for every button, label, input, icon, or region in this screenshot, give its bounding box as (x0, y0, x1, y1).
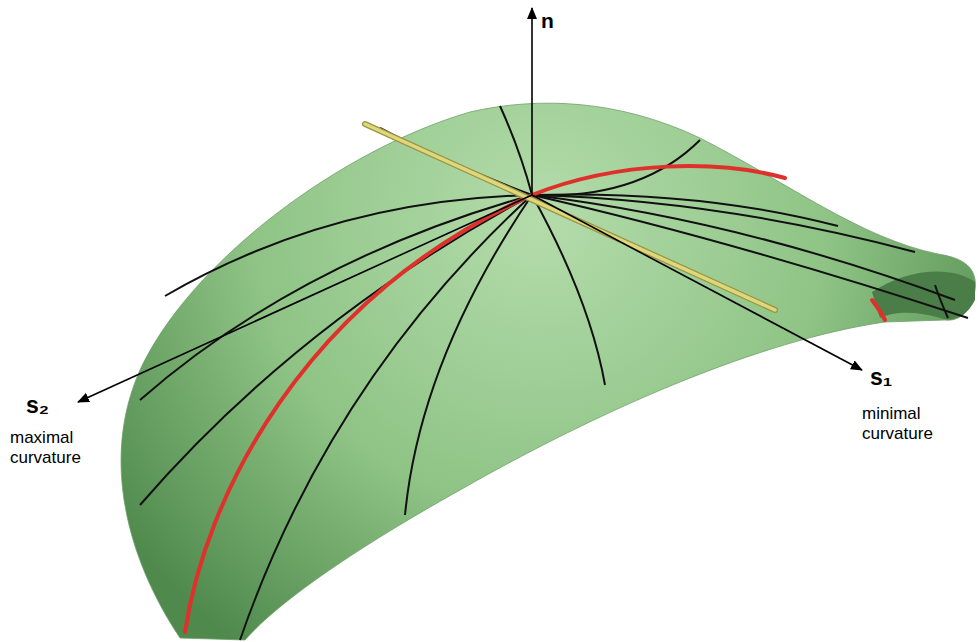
axis-name: n (541, 8, 554, 33)
axis-note: minimal curvature (862, 404, 972, 445)
axis-note: maximal curvature (10, 428, 110, 469)
principal-line (365, 124, 775, 310)
surface (121, 103, 975, 640)
principal-curve (185, 166, 885, 632)
normal-sections (140, 106, 968, 640)
axis-name: s₂ (26, 392, 49, 420)
surface-underside (872, 271, 975, 319)
axis-name: s₁ (870, 364, 892, 392)
axis-arrows (78, 8, 862, 402)
